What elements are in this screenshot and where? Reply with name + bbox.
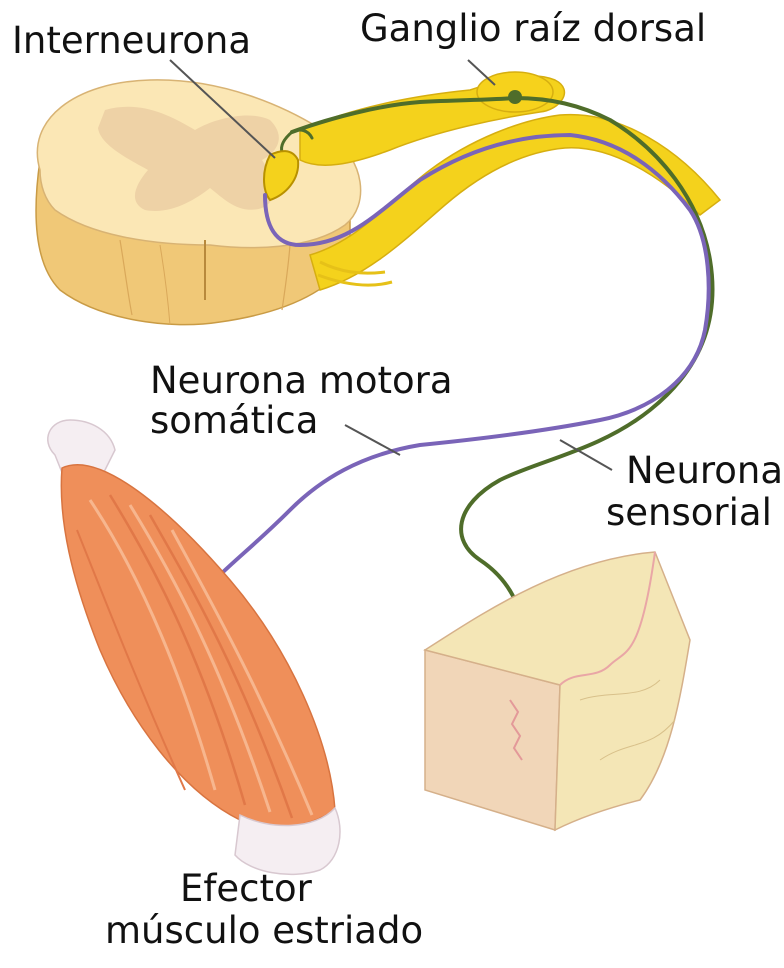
leader-ganglion bbox=[468, 60, 495, 85]
sensory-neuron-cell-body bbox=[508, 90, 522, 104]
spinal-nerve bbox=[300, 72, 720, 290]
spinal-cord bbox=[36, 80, 361, 325]
label-effector-line1: Efector bbox=[180, 868, 312, 910]
label-interneuron: Interneurona bbox=[12, 20, 251, 62]
label-sensory-line1: Neurona bbox=[626, 450, 783, 492]
label-effector-line2: músculo estriado bbox=[105, 910, 423, 952]
label-motor-line2: somática bbox=[150, 400, 318, 442]
striated-muscle bbox=[48, 420, 340, 874]
label-motor-line1: Neurona motora bbox=[150, 360, 453, 402]
skin-block bbox=[425, 552, 690, 830]
leader-motor bbox=[345, 425, 400, 455]
label-ganglion: Ganglio raíz dorsal bbox=[360, 8, 706, 50]
label-sensory-line2: sensorial bbox=[606, 492, 772, 534]
